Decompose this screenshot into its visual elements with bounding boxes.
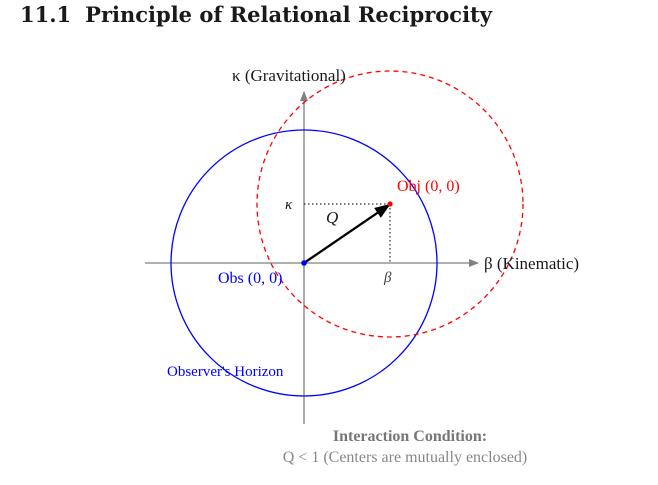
section-heading: 11.1 Principle of Relational Reciprocity [20, 2, 492, 27]
observer-horizon-circle [170, 129, 438, 397]
kappa-tick-label: κ [285, 197, 293, 213]
interaction-condition-title: Interaction Condition: [332, 428, 488, 445]
object-horizon-circle [256, 70, 524, 338]
kappa-axis-label: κ (Gravitational) [232, 66, 346, 85]
beta-axis-label: β (Kinematic) [484, 254, 579, 273]
object-point [387, 201, 393, 207]
object-point-label: Obj (0, 0) [397, 178, 460, 195]
interaction-condition-text: Q < 1 (Centers are mutually enclosed) [282, 449, 528, 466]
observer-point [301, 260, 307, 266]
beta-tick-label: β [383, 270, 392, 286]
section-number: 11.1 [20, 2, 72, 27]
q-vector-label: Q [326, 208, 338, 227]
observer-point-label: Obs (0, 0) [218, 270, 282, 287]
q-vector-arrow [303, 203, 391, 264]
section-title: Principle of Relational Reciprocity [85, 2, 492, 27]
observer-horizon-label: Observer's Horizon [167, 364, 284, 380]
